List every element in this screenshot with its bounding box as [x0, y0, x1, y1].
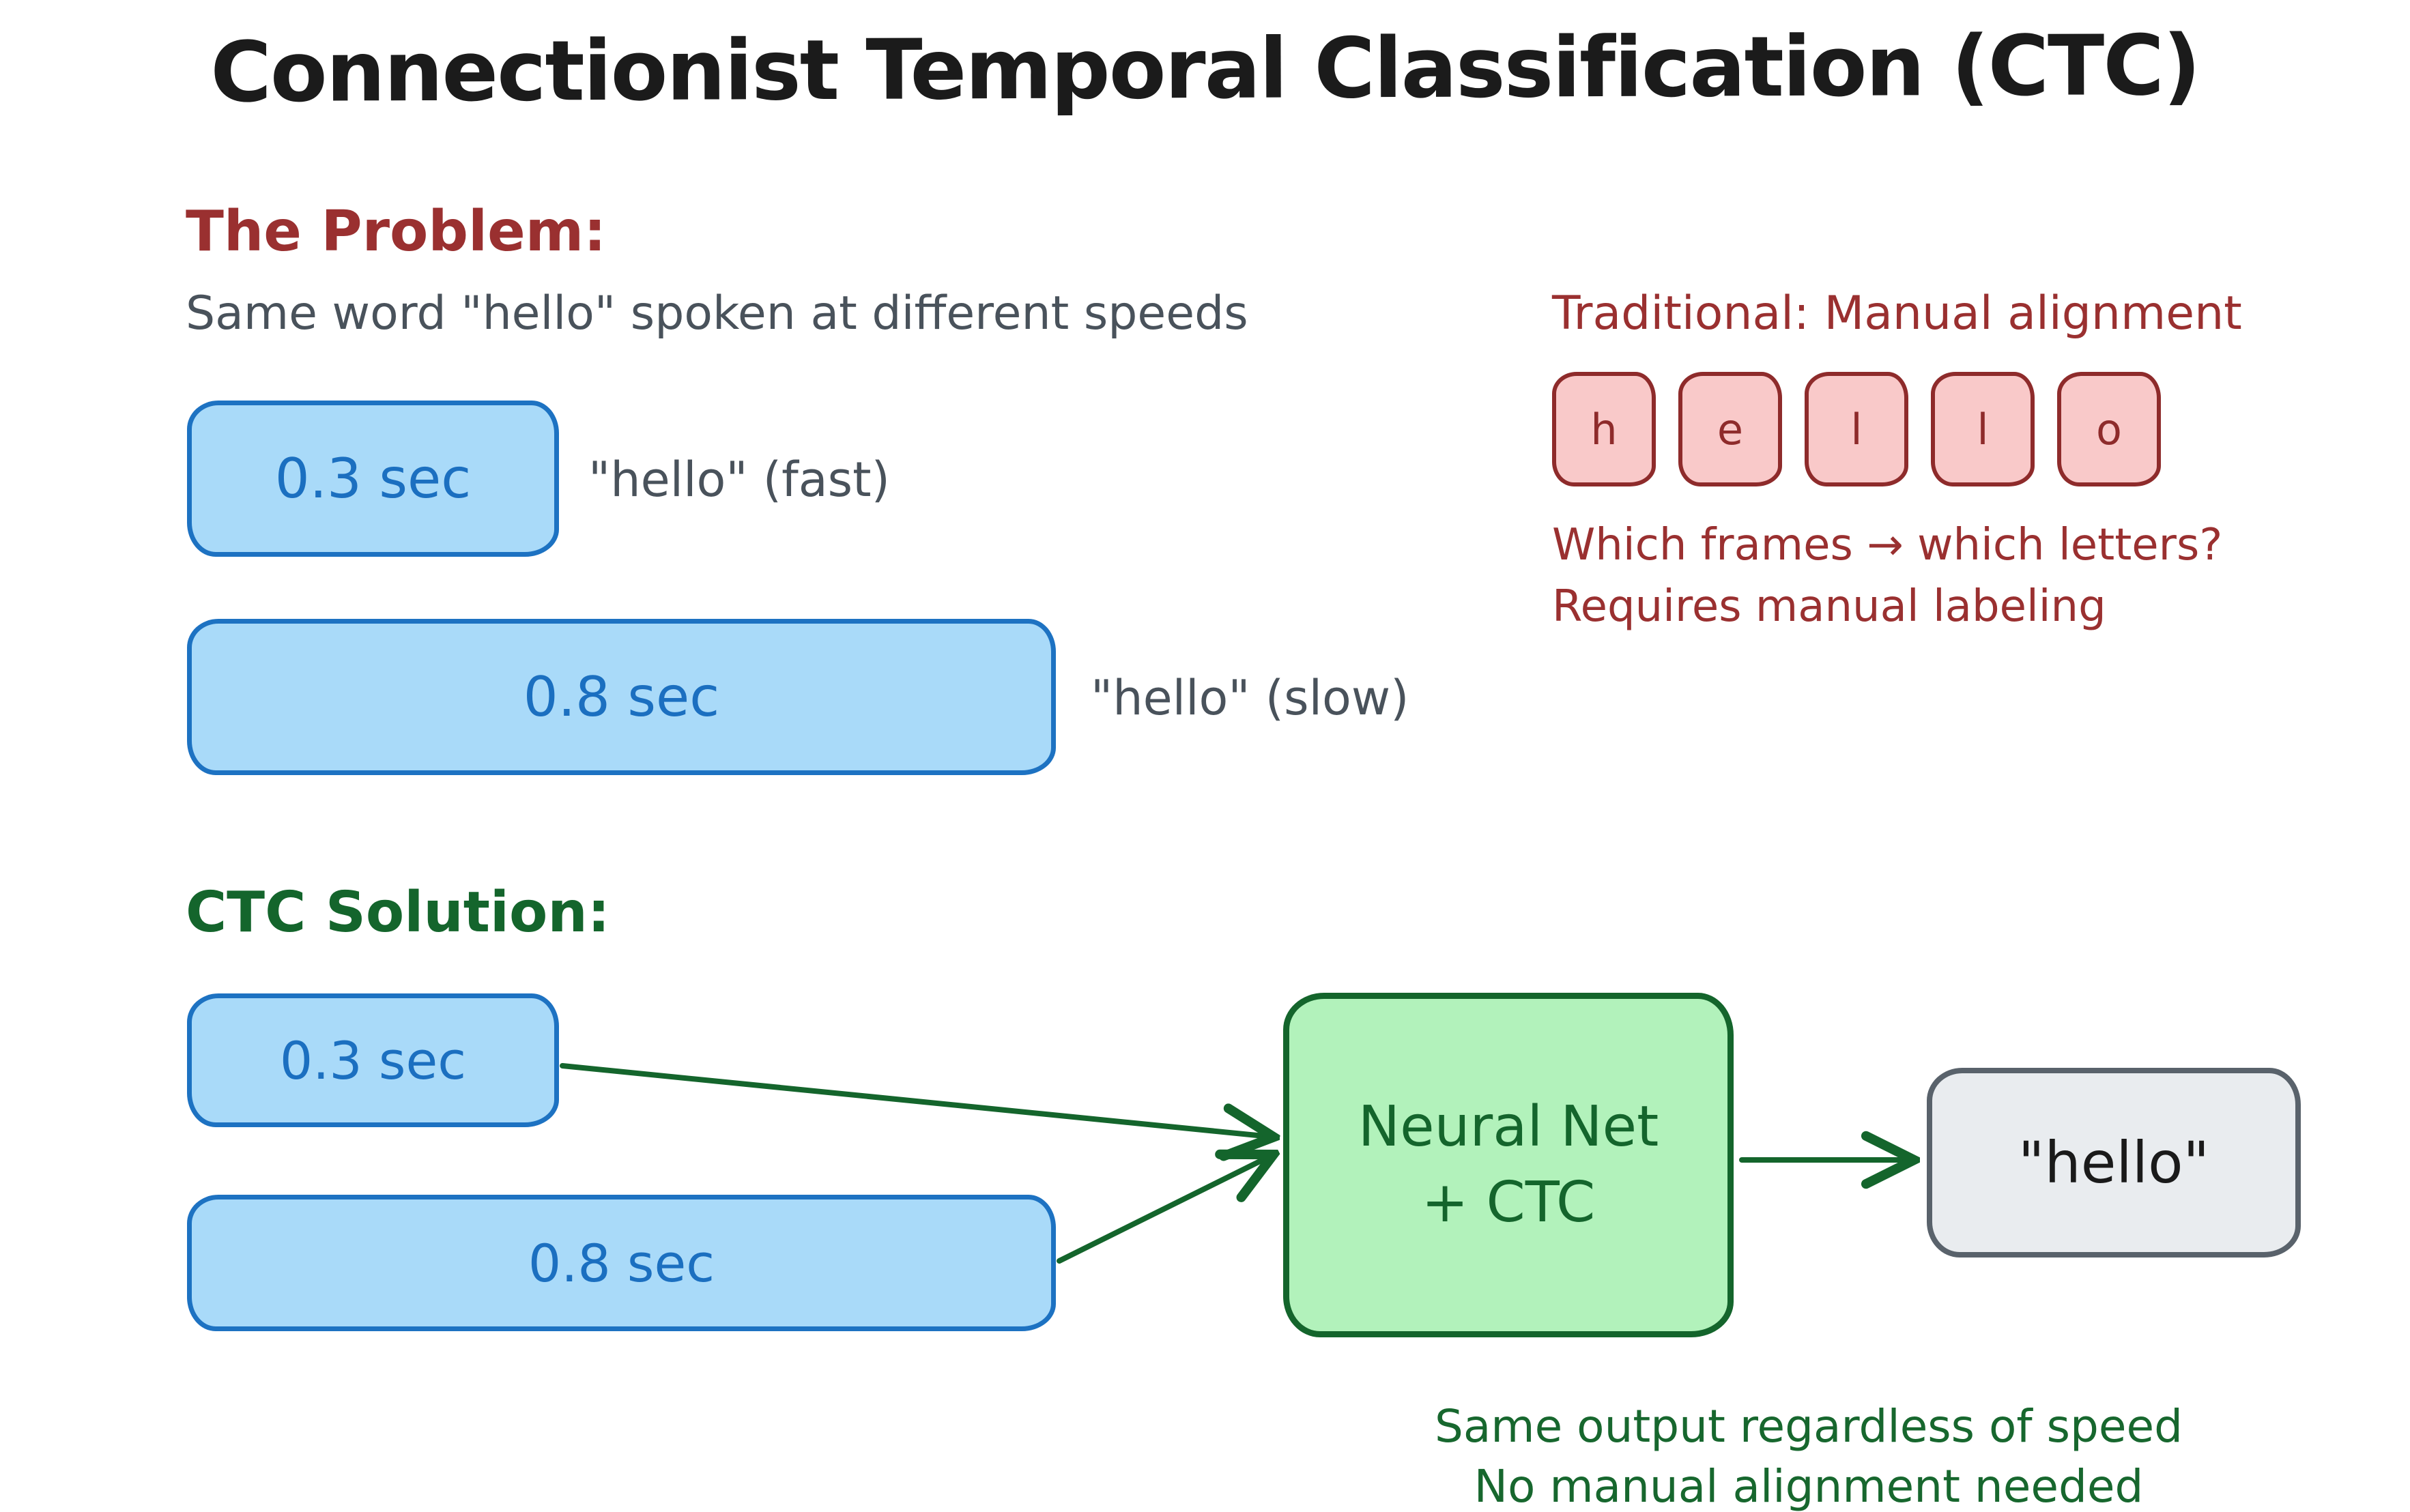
letter-frame-e: e: [1678, 372, 1782, 486]
duration-box-fast-top-label: 0.3 sec: [274, 447, 472, 510]
output-box-label: "hello": [2018, 1129, 2210, 1196]
traditional-question: Which frames → which letters?: [1552, 520, 2223, 570]
letter-o: o: [2096, 404, 2122, 454]
duration-box-slow-top: 0.8 sec: [187, 619, 1056, 775]
duration-box-fast-bottom: 0.3 sec: [187, 993, 559, 1127]
letter-h: h: [1590, 404, 1618, 454]
solution-note-line1: Same output regardless of speed: [1434, 1400, 2183, 1453]
letter-e: e: [1717, 404, 1744, 454]
solution-note-line2: No manual alignment needed: [1474, 1460, 2144, 1512]
ctc-line: + CTC: [1421, 1169, 1596, 1235]
letter-frame-l2: l: [1931, 372, 2035, 486]
letter-frame-h: h: [1552, 372, 1656, 486]
duration-box-fast-top: 0.3 sec: [187, 401, 559, 557]
letter-frame-o: o: [2057, 372, 2161, 486]
duration-box-slow-bottom: 0.8 sec: [187, 1195, 1056, 1331]
arrow-fast-to-net: [560, 1063, 1271, 1137]
neural-net-line: Neural Net: [1358, 1094, 1659, 1159]
problem-heading: The Problem:: [186, 199, 607, 264]
letter-frame-row: h e l l o: [1552, 372, 2161, 486]
solution-heading: CTC Solution:: [186, 880, 610, 945]
duration-box-fast-bottom-label: 0.3 sec: [279, 1030, 467, 1091]
letter-l1: l: [1850, 404, 1863, 454]
arrow-slow-to-net: [1057, 1156, 1271, 1264]
traditional-note: Requires manual labeling: [1552, 581, 2106, 632]
duration-box-slow-bottom-label: 0.8 sec: [528, 1232, 715, 1294]
fast-annotation: "hello" (fast): [588, 452, 890, 508]
duration-box-slow-top-label: 0.8 sec: [523, 665, 720, 729]
problem-description: Same word "hello" spoken at different sp…: [186, 287, 1248, 340]
slow-annotation: "hello" (slow): [1091, 670, 1409, 726]
letter-l2: l: [1977, 404, 1989, 454]
letter-frame-l1: l: [1805, 372, 1908, 486]
output-box: "hello": [1927, 1068, 2301, 1257]
neural-net-ctc-box: Neural Net + CTC: [1283, 993, 1734, 1337]
diagram-title: Connectionist Temporal Classification (C…: [210, 16, 2200, 121]
traditional-heading: Traditional: Manual alignment: [1552, 287, 2242, 340]
